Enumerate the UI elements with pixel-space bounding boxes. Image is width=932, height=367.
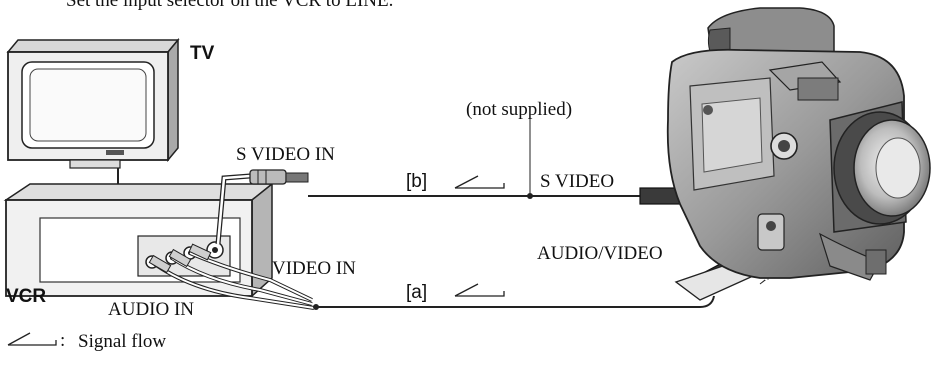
tv-set — [6, 37, 180, 169]
legend-separator: : — [60, 330, 66, 351]
legend-signal-flow-icon — [7, 332, 57, 346]
audio-video-label: AUDIO/VIDEO — [537, 243, 663, 264]
s-video-plug — [249, 169, 309, 185]
cable-b-label: [b] — [406, 171, 428, 192]
signal-flow-arrow-icon — [454, 283, 505, 297]
cable-a-label: [a] — [406, 282, 428, 303]
s-video-in-label: S VIDEO IN — [236, 144, 335, 165]
signal-flow-arrow-icon — [454, 175, 505, 189]
not-supplied-label: (not supplied) — [466, 99, 573, 120]
tv-label: TV — [190, 43, 215, 64]
legend-text: Signal flow — [78, 331, 167, 352]
video-in-label: VIDEO IN — [272, 258, 356, 279]
vcr-label: VCR — [6, 286, 47, 307]
camcorder — [666, 7, 931, 281]
vcr-unit — [3, 182, 275, 298]
instruction-text: Set the input selector on the VCR to LIN… — [66, 0, 394, 11]
rca-plugs — [148, 243, 212, 274]
audio-in-label: AUDIO IN — [108, 299, 195, 320]
s-video-label: S VIDEO — [540, 171, 615, 192]
